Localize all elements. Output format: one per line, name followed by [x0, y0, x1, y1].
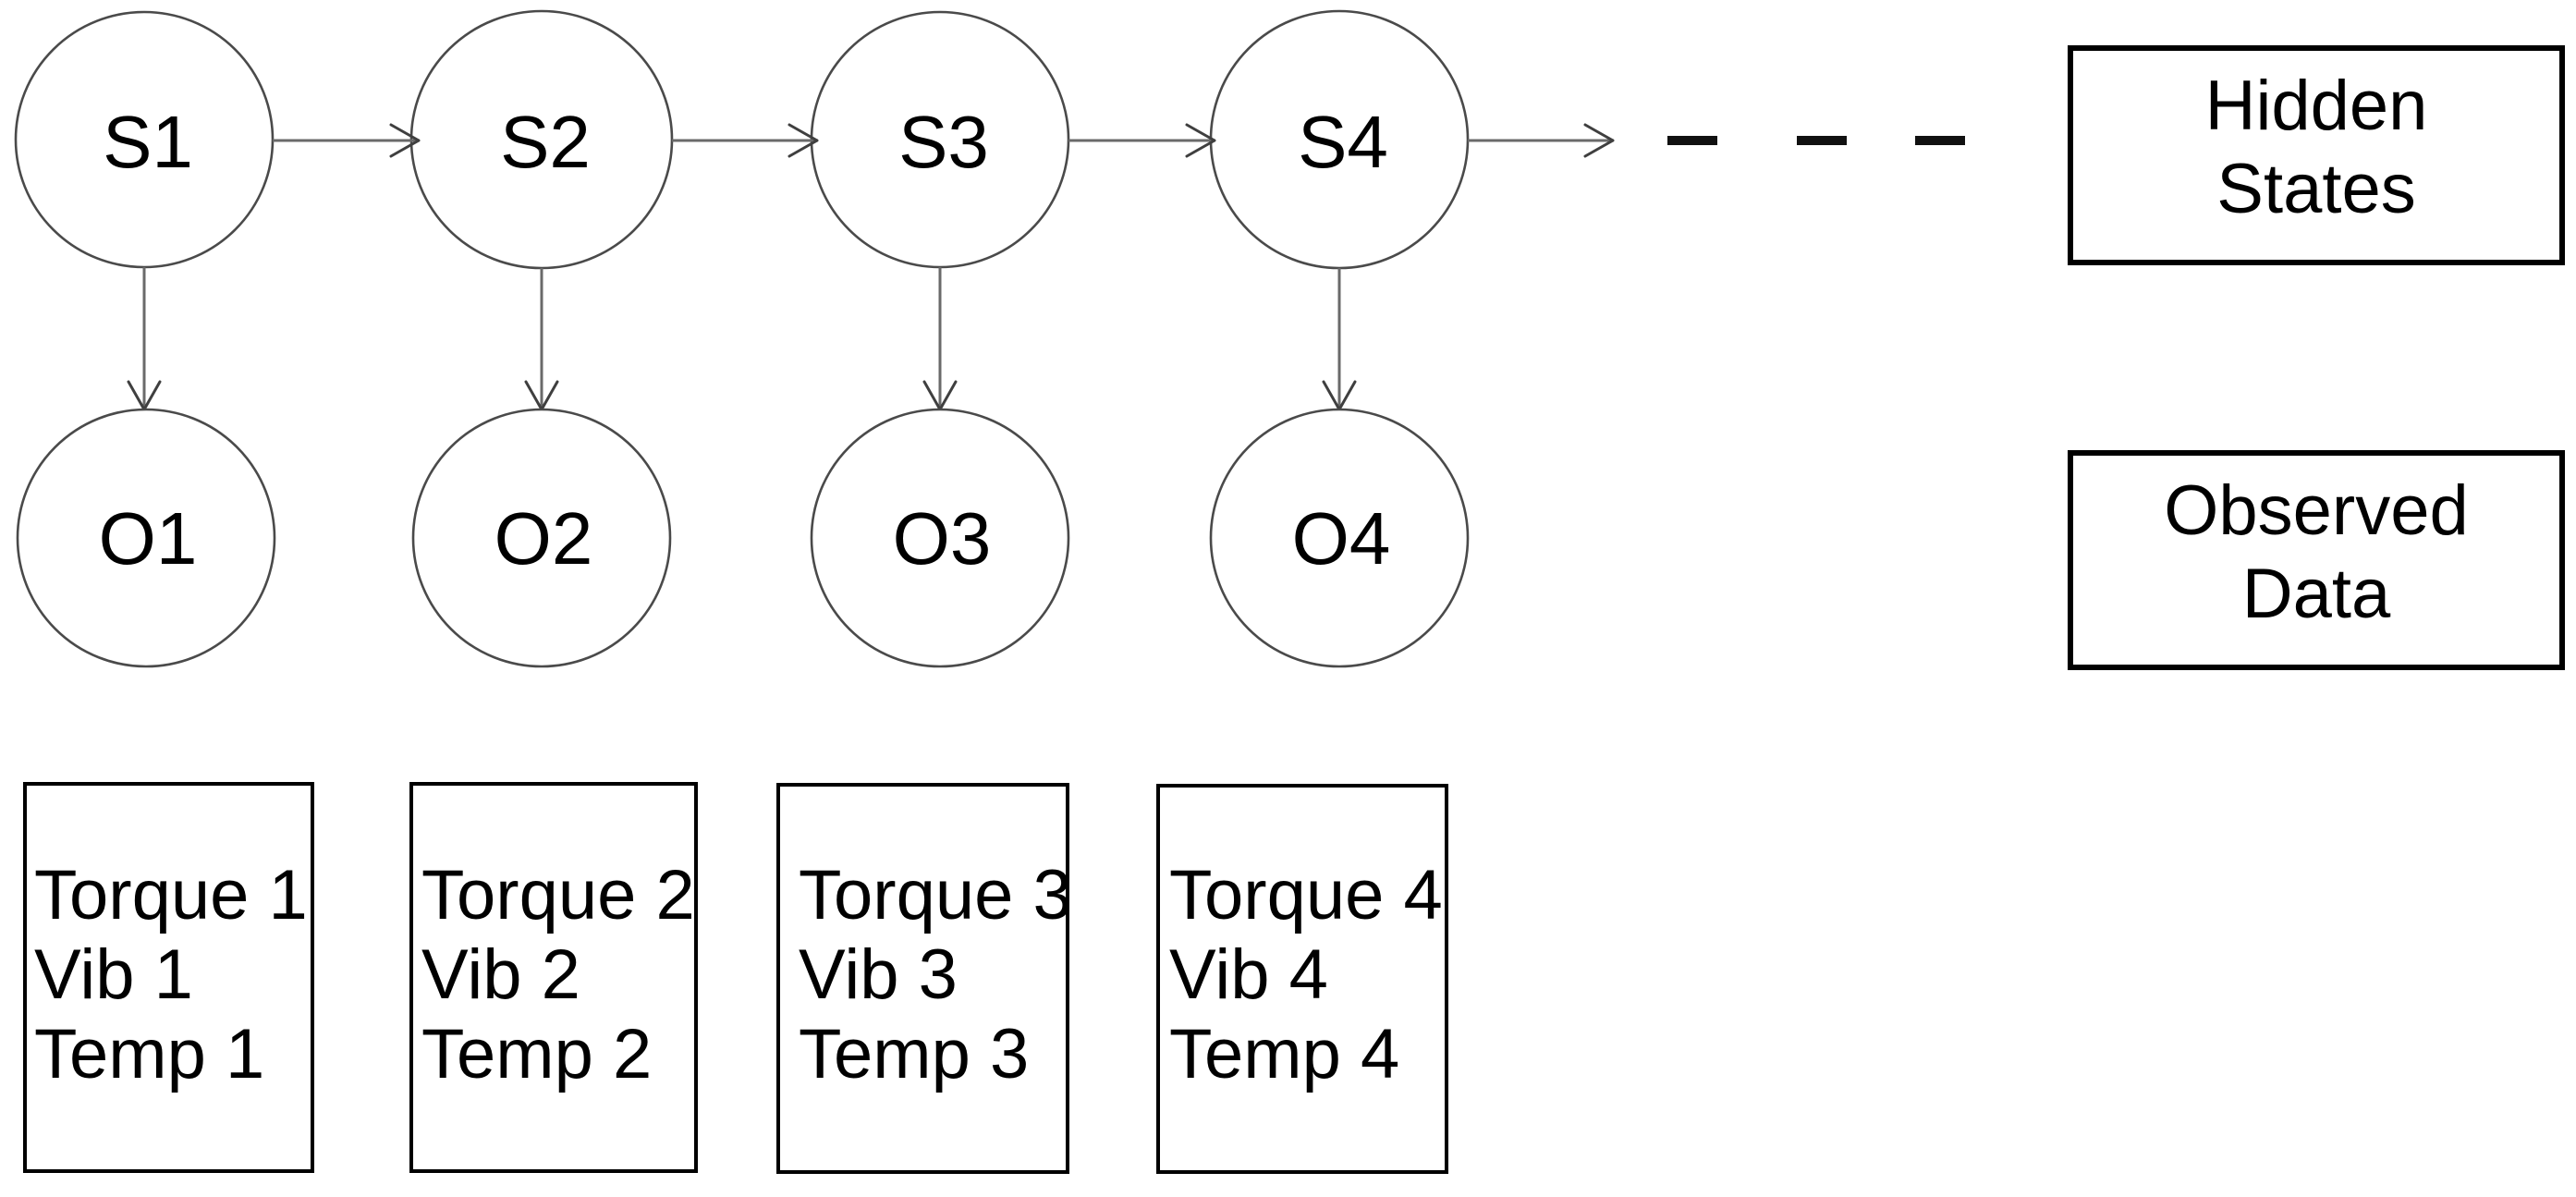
legend: Hidden States Observed Data: [2068, 45, 2565, 670]
emission-arrowhead-s3-o3: [922, 380, 958, 411]
sensor-box-1-line-1: Torque 1: [34, 856, 308, 934]
sensor-box-3-line-2: Vib 3: [799, 935, 958, 1014]
obs-label-o4: O4: [1292, 497, 1391, 580]
hidden-states-row: S1 S2 S3 S4: [14, 9, 1470, 270]
legend-observed-data-line-1: Observed: [2164, 471, 2469, 550]
sensor-box-4: Torque 4 Vib 4 Temp 4: [1156, 784, 1448, 1174]
legend-observed-data-line-2: Data: [2242, 555, 2391, 633]
legend-hidden-states-line-2: States: [2216, 150, 2415, 228]
legend-hidden-states-line-1: Hidden: [2205, 67, 2428, 145]
observed-data-row: O1 O2 O3 O4: [16, 408, 1470, 668]
transition-arrowhead-s4-out: [1583, 123, 1615, 158]
transition-arrowhead-s3-s4: [1185, 123, 1216, 158]
sensor-box-4-frame: [1156, 784, 1448, 1174]
sensor-box-2-line-1: Torque 2: [421, 856, 695, 934]
sensor-box-1-frame: [23, 782, 314, 1173]
sensor-box-2-line-2: Vib 2: [421, 935, 580, 1014]
sensor-box-2-frame: [409, 782, 698, 1173]
legend-observed-data-frame: [2068, 450, 2565, 670]
emission-arrows: [127, 267, 1357, 411]
obs-node-o3: [810, 408, 1070, 668]
sensor-box-3: Torque 3 Vib 3 Temp 3: [776, 783, 1072, 1174]
sensor-box-3-line-3: Temp 3: [799, 1015, 1029, 1093]
state-label-s2: S2: [500, 101, 591, 183]
legend-hidden-states-frame: [2068, 45, 2565, 265]
sensor-box-1-line-3: Temp 1: [34, 1015, 264, 1093]
sensor-box-4-line-3: Temp 4: [1169, 1015, 1399, 1093]
sensor-box-2-line-3: Temp 2: [421, 1015, 652, 1093]
obs-label-o3: O3: [893, 497, 992, 580]
sensor-box-3-line-1: Torque 3: [799, 856, 1072, 934]
emission-arrowhead-s1-o1: [127, 380, 162, 411]
obs-label-o2: O2: [494, 497, 593, 580]
legend-hidden-states-box: Hidden States: [2068, 45, 2565, 265]
sensor-box-3-frame: [776, 783, 1069, 1174]
state-label-s4: S4: [1298, 101, 1388, 183]
sensor-boxes-row: Torque 1 Vib 1 Temp 1 Torque 2 Vib 2 Tem…: [23, 782, 1448, 1174]
obs-node-o1: [16, 408, 276, 668]
legend-observed-data-box: Observed Data: [2068, 450, 2565, 670]
state-label-s3: S3: [898, 101, 989, 183]
emission-arrowhead-s4-o4: [1322, 380, 1357, 411]
sensor-box-1-line-2: Vib 1: [34, 935, 193, 1014]
emission-arrowhead-s2-o2: [524, 380, 559, 411]
obs-label-o1: O1: [99, 497, 198, 580]
state-label-s1: S1: [103, 101, 193, 183]
transition-arrowhead-s1-s2: [389, 123, 421, 158]
sensor-box-2: Torque 2 Vib 2 Temp 2: [409, 782, 698, 1173]
transition-arrowhead-s2-s3: [787, 123, 819, 158]
sensor-box-4-line-2: Vib 4: [1169, 935, 1328, 1014]
obs-node-o4: [1209, 408, 1470, 668]
obs-node-o2: [411, 408, 672, 668]
transition-arrows: [273, 123, 1965, 158]
sensor-box-1: Torque 1 Vib 1 Temp 1: [23, 782, 314, 1173]
sensor-box-4-line-1: Torque 4: [1169, 856, 1443, 934]
